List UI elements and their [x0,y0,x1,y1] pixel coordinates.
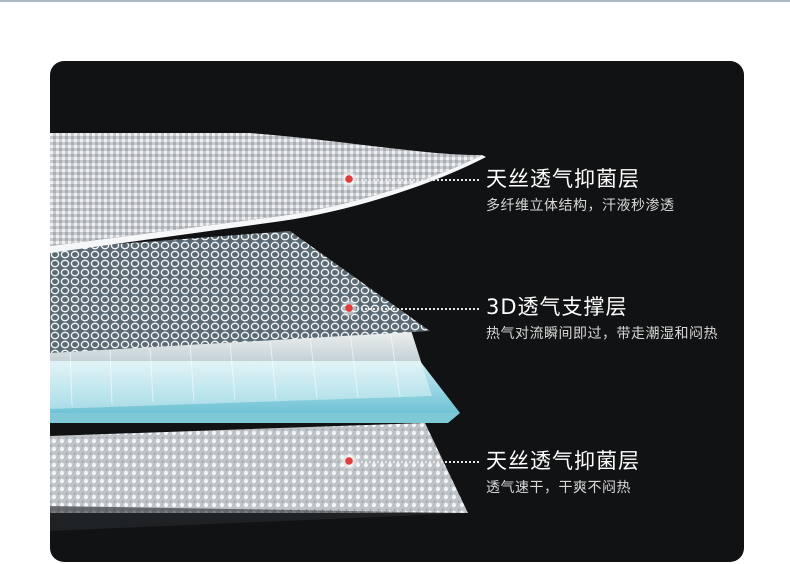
bottom-fabric-layer [50,423,468,513]
layer-1-leader [357,179,479,181]
layer-2-description: 热气对流瞬间即过，带走潮湿和闷热 [486,326,718,342]
mesh-support-layer [50,231,430,353]
layer-1-callout: 天丝透气抑菌层 多纤维立体结构，汗液秒渗透 [486,165,726,216]
layer-3-marker [342,454,356,468]
layer-3-leader [357,461,479,463]
layer-1-marker [342,172,356,186]
top-fabric-layer [50,133,482,246]
fiber-strands [50,327,432,409]
mattress-layers-illustration [50,133,486,531]
layer-3-description: 透气速干，干爽不闷热 [486,480,631,496]
top-divider-line [0,0,790,2]
layer-1-title: 天丝透气抑菌层 [486,167,640,191]
layer-2-callout: 3D透气支撑层 热气对流瞬间即过，带走潮湿和闷热 [486,293,726,344]
layer-2-leader [357,308,479,310]
layer-2-title: 3D透气支撑层 [486,295,628,319]
layer-1-description: 多纤维立体结构，汗液秒渗透 [486,198,675,214]
layer-3-callout: 天丝透气抑菌层 透气速干，干爽不闷热 [486,447,726,498]
product-layer-panel: 天丝透气抑菌层 多纤维立体结构，汗液秒渗透 3D透气支撑层 热气对流瞬间即过，带… [50,61,744,562]
layer-3-title: 天丝透气抑菌层 [486,449,640,473]
layer-2-marker [342,301,356,315]
